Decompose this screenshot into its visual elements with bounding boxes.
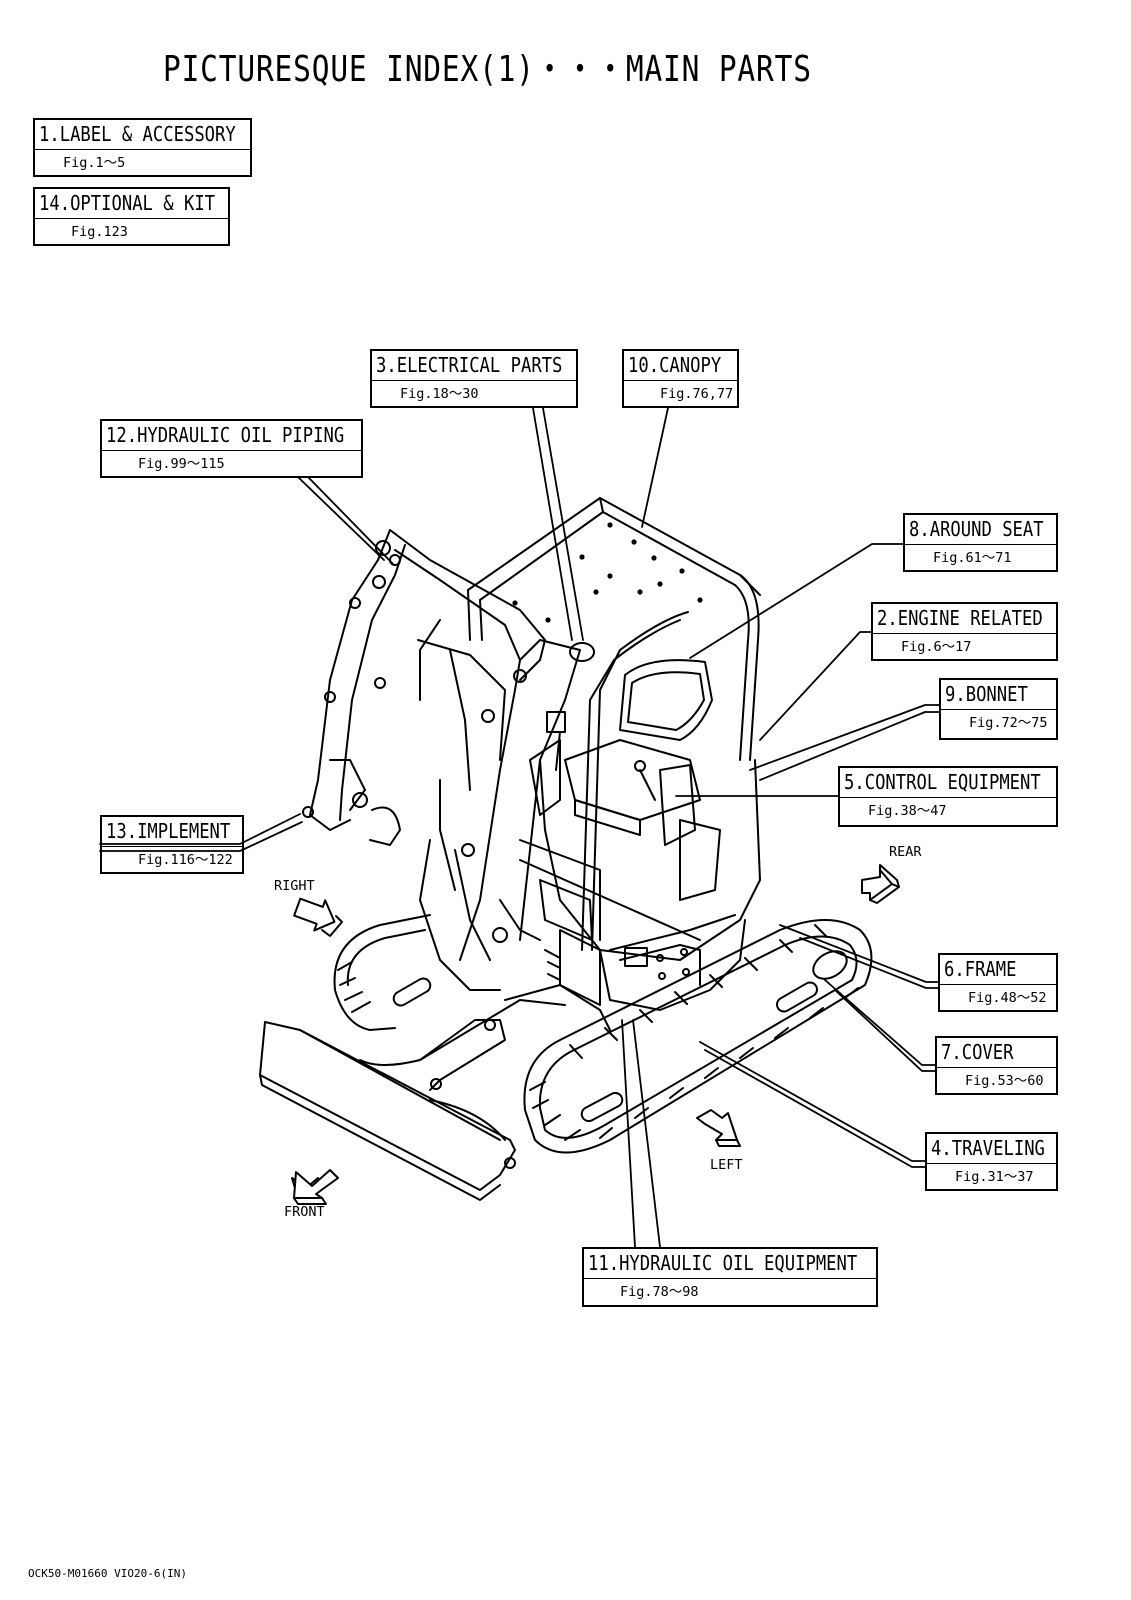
left-arrow — [696, 1109, 741, 1147]
index-box-name: 7.COVER — [941, 1040, 1014, 1064]
index-box-figs: Fig.99～115 — [138, 456, 225, 472]
operator-seat — [529, 659, 713, 846]
page-title: PICTURESQUE INDEX(1)・・・MAIN PARTS — [163, 49, 812, 90]
index-box-figs: Fig.48～52 — [968, 990, 1047, 1006]
index-box-hydraulic-oil-piping[interactable]: 12.HYDRAULIC OIL PIPING Fig.99～115 — [100, 419, 363, 478]
index-box-figs: Fig.116～122 — [138, 852, 233, 868]
document-code: OCK50-M01660 VIO20-6(IN) — [28, 1567, 187, 1580]
index-box-name: 3.ELECTRICAL PARTS — [376, 353, 563, 377]
index-box-figs: Fig.38～47 — [868, 803, 947, 819]
index-box-cover[interactable]: 7.COVER Fig.53～60 — [935, 1036, 1058, 1095]
direction-rear-label: REAR — [889, 844, 922, 860]
index-box-name: 4.TRAVELING — [931, 1136, 1045, 1160]
index-box-name: 9.BONNET — [945, 682, 1028, 706]
index-box-name: 12.HYDRAULIC OIL PIPING — [106, 423, 345, 447]
index-box-figs: Fig.72～75 — [969, 715, 1048, 731]
index-box-electrical-parts[interactable]: 3.ELECTRICAL PARTS Fig.18～30 — [370, 349, 578, 408]
index-box-figs: Fig.78～98 — [620, 1284, 699, 1300]
index-box-name: 11.HYDRAULIC OIL EQUIPMENT — [588, 1251, 858, 1275]
index-box-figs: Fig.18～30 — [400, 386, 479, 402]
track-left — [333, 914, 432, 1031]
direction-left-label: LEFT — [710, 1157, 743, 1173]
index-box-bonnet[interactable]: 9.BONNET Fig.72～75 — [939, 678, 1058, 740]
index-box-name: 5.CONTROL EQUIPMENT — [844, 770, 1041, 794]
dozer-blade — [259, 999, 566, 1201]
index-box-figs: Fig.1～5 — [63, 155, 126, 171]
index-box-name: 8.AROUND SEAT — [909, 517, 1044, 541]
boom-arm — [302, 529, 546, 991]
index-box-name: 1.LABEL & ACCESSORY — [39, 122, 236, 146]
index-box-name: 2.ENGINE RELATED — [877, 606, 1043, 630]
direction-front-label: FRONT — [284, 1204, 325, 1220]
index-box-name: 6.FRAME — [944, 957, 1017, 981]
index-box-figs: Fig.6～17 — [901, 639, 972, 655]
index-box-around-seat[interactable]: 8.AROUND SEAT Fig.61～71 — [903, 513, 1058, 572]
index-box-frame[interactable]: 6.FRAME Fig.48～52 — [938, 953, 1058, 1012]
index-box-name: 10.CANOPY — [628, 353, 722, 377]
direction-right-label: RIGHT — [274, 878, 315, 894]
index-box-control-equipment[interactable]: 5.CONTROL EQUIPMENT Fig.38～47 — [838, 766, 1058, 827]
canopy — [467, 497, 761, 951]
index-box-figs: Fig.123 — [71, 224, 128, 240]
rear-arrow — [861, 864, 900, 904]
index-box-traveling[interactable]: 4.TRAVELING Fig.31～37 — [925, 1132, 1058, 1191]
index-box-hydraulic-oil-equipment[interactable]: 11.HYDRAULIC OIL EQUIPMENT Fig.78～98 — [582, 1247, 878, 1307]
index-box-canopy[interactable]: 10.CANOPY Fig.76,77 — [622, 349, 739, 408]
index-box-figs: Fig.53～60 — [965, 1073, 1044, 1089]
front-arrow — [291, 1169, 339, 1205]
index-box-engine-related[interactable]: 2.ENGINE RELATED Fig.6～17 — [871, 602, 1058, 661]
leader-lines — [99, 407, 940, 1248]
right-arrow — [293, 897, 343, 937]
track-right — [523, 919, 873, 1154]
index-box-optional-kit[interactable]: 14.OPTIONAL & KIT Fig.123 — [33, 187, 230, 246]
upper-body — [504, 639, 761, 1031]
index-box-label-accessory[interactable]: 1.LABEL & ACCESSORY Fig.1～5 — [33, 118, 252, 177]
index-box-figs: Fig.61～71 — [933, 550, 1012, 566]
index-box-figs: Fig.31～37 — [955, 1169, 1034, 1185]
index-box-name: 13.IMPLEMENT — [106, 819, 231, 843]
index-box-figs: Fig.76,77 — [660, 386, 734, 402]
index-box-name: 14.OPTIONAL & KIT — [39, 191, 216, 215]
